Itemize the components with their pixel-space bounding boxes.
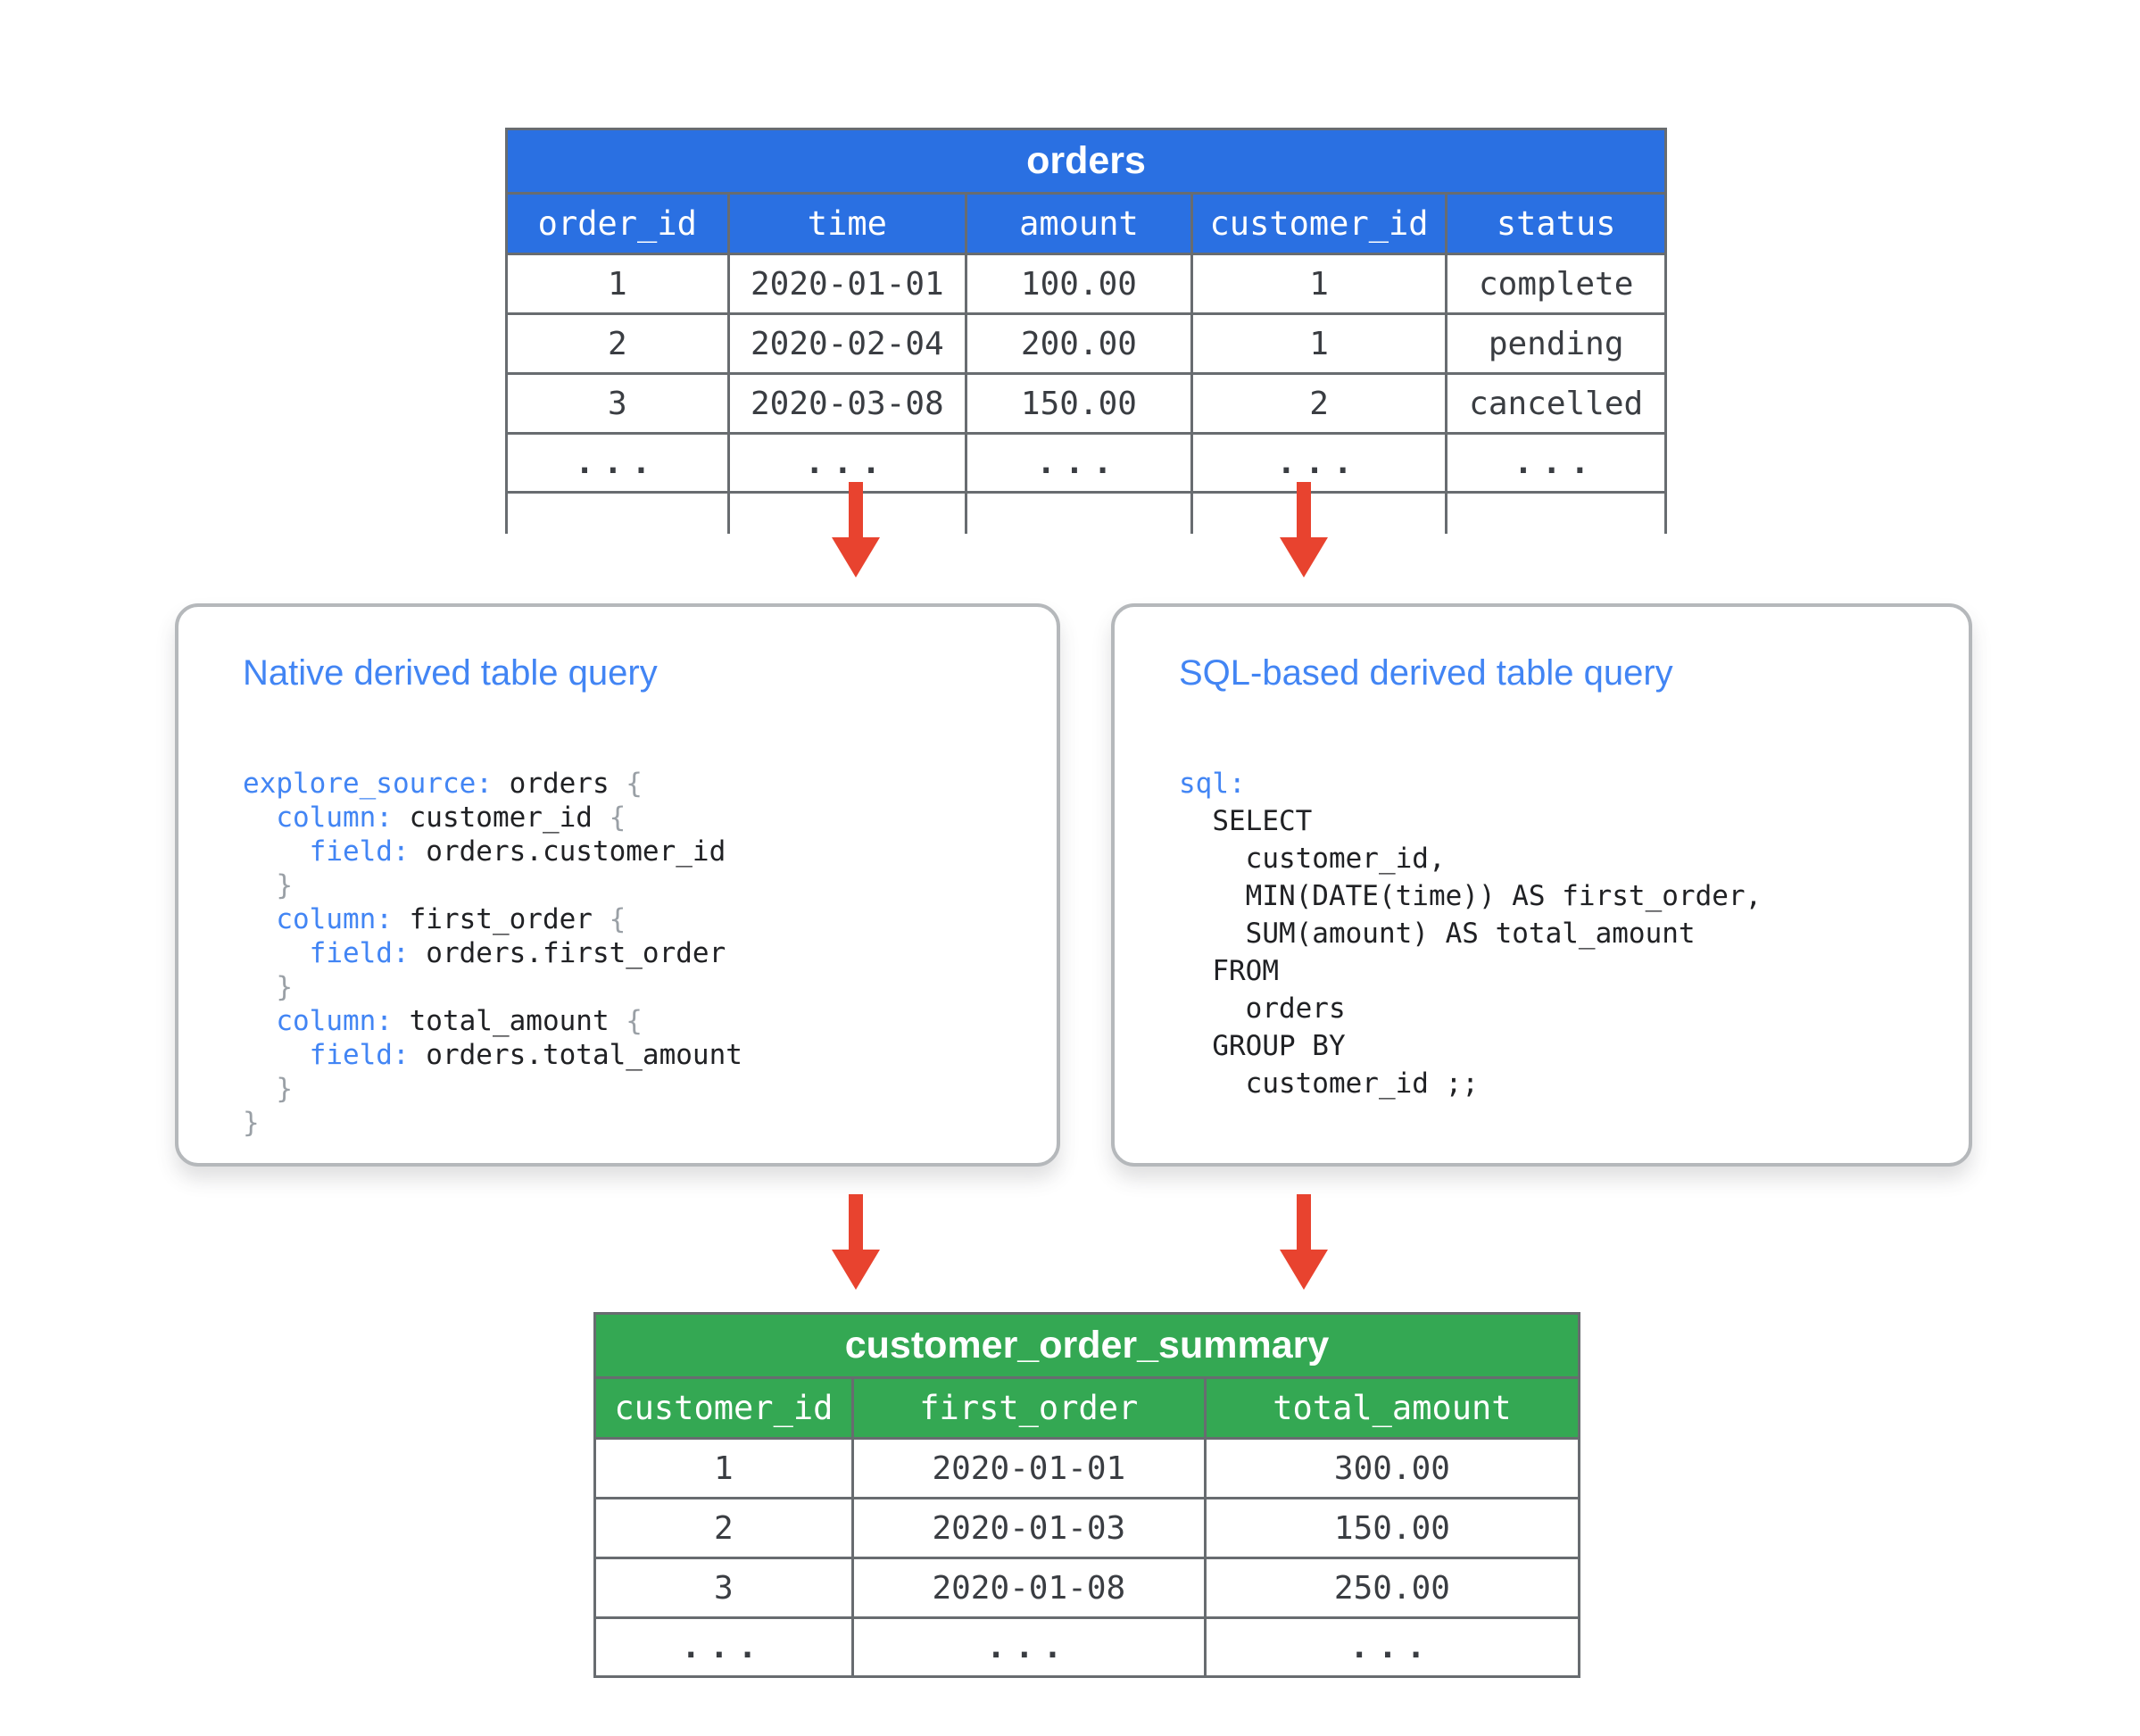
sql-box-code: sql: SELECT customer_id, MIN(DATE(time))…	[1179, 768, 1763, 1100]
column-header: customer_id	[593, 1376, 854, 1440]
table-cell: 150.00	[1203, 1497, 1580, 1559]
table-cell: 1	[593, 1437, 854, 1499]
table-cell: ...	[505, 432, 730, 494]
table-cell: 150.00	[965, 372, 1193, 435]
table-cell: ...	[1203, 1616, 1580, 1678]
table-cell: 200.00	[965, 312, 1193, 375]
table-cell: 300.00	[1203, 1437, 1580, 1499]
table-cell: 2020-01-01	[726, 253, 968, 315]
table-cell: 2020-01-08	[850, 1557, 1207, 1619]
table-cell: 2020-01-01	[850, 1437, 1207, 1499]
table-cell: ...	[965, 432, 1193, 494]
down-arrow-sql-to-summary	[1280, 1194, 1328, 1290]
table-cell: ...	[593, 1616, 854, 1678]
column-header: total_amount	[1203, 1376, 1580, 1440]
column-header: status	[1445, 192, 1667, 255]
table-cell: ...	[1190, 432, 1448, 494]
down-arrow-native-to-summary	[832, 1194, 880, 1290]
table-cell: 2	[1190, 372, 1448, 435]
table-title: customer_order_summary	[593, 1312, 1580, 1379]
native-derived-table-box: Native derived table query explore_sourc…	[175, 603, 1060, 1167]
column-header: amount	[965, 192, 1193, 255]
table-cell: 1	[1190, 253, 1448, 315]
column-header: customer_id	[1190, 192, 1448, 255]
table-cell-partial	[505, 491, 730, 534]
down-arrow-orders-to-sql	[1280, 482, 1328, 577]
table-cell: ...	[850, 1616, 1207, 1678]
native-box-title: Native derived table query	[243, 653, 658, 693]
table-cell: ...	[1445, 432, 1667, 494]
table-title: orders	[505, 128, 1667, 195]
table-cell: 2020-02-04	[726, 312, 968, 375]
column-header: first_order	[850, 1376, 1207, 1440]
sql-derived-table-box: SQL-based derived table query sql: SELEC…	[1111, 603, 1972, 1167]
table-cell: 2	[593, 1497, 854, 1559]
table-cell: 3	[593, 1557, 854, 1619]
table-cell: pending	[1445, 312, 1667, 375]
column-header: time	[726, 192, 968, 255]
table-cell: 3	[505, 372, 730, 435]
table-cell: 1	[1190, 312, 1448, 375]
table-cell: 2020-01-03	[850, 1497, 1207, 1559]
table-cell: complete	[1445, 253, 1667, 315]
table-cell: 1	[505, 253, 730, 315]
table-cell-partial	[965, 491, 1193, 534]
table-cell: 2020-03-08	[726, 372, 968, 435]
table-cell: 2	[505, 312, 730, 375]
table-cell-partial	[1190, 491, 1448, 534]
native-box-code: explore_source: orders { column: custome…	[243, 768, 742, 1139]
down-arrow-orders-to-native	[832, 482, 880, 577]
table-cell: ...	[726, 432, 968, 494]
table-cell: 100.00	[965, 253, 1193, 315]
table-cell-partial	[1445, 491, 1667, 534]
column-header: order_id	[505, 192, 730, 255]
sql-box-title: SQL-based derived table query	[1179, 653, 1673, 693]
table-cell: 250.00	[1203, 1557, 1580, 1619]
table-cell-partial	[726, 491, 968, 534]
table-cell: cancelled	[1445, 372, 1667, 435]
